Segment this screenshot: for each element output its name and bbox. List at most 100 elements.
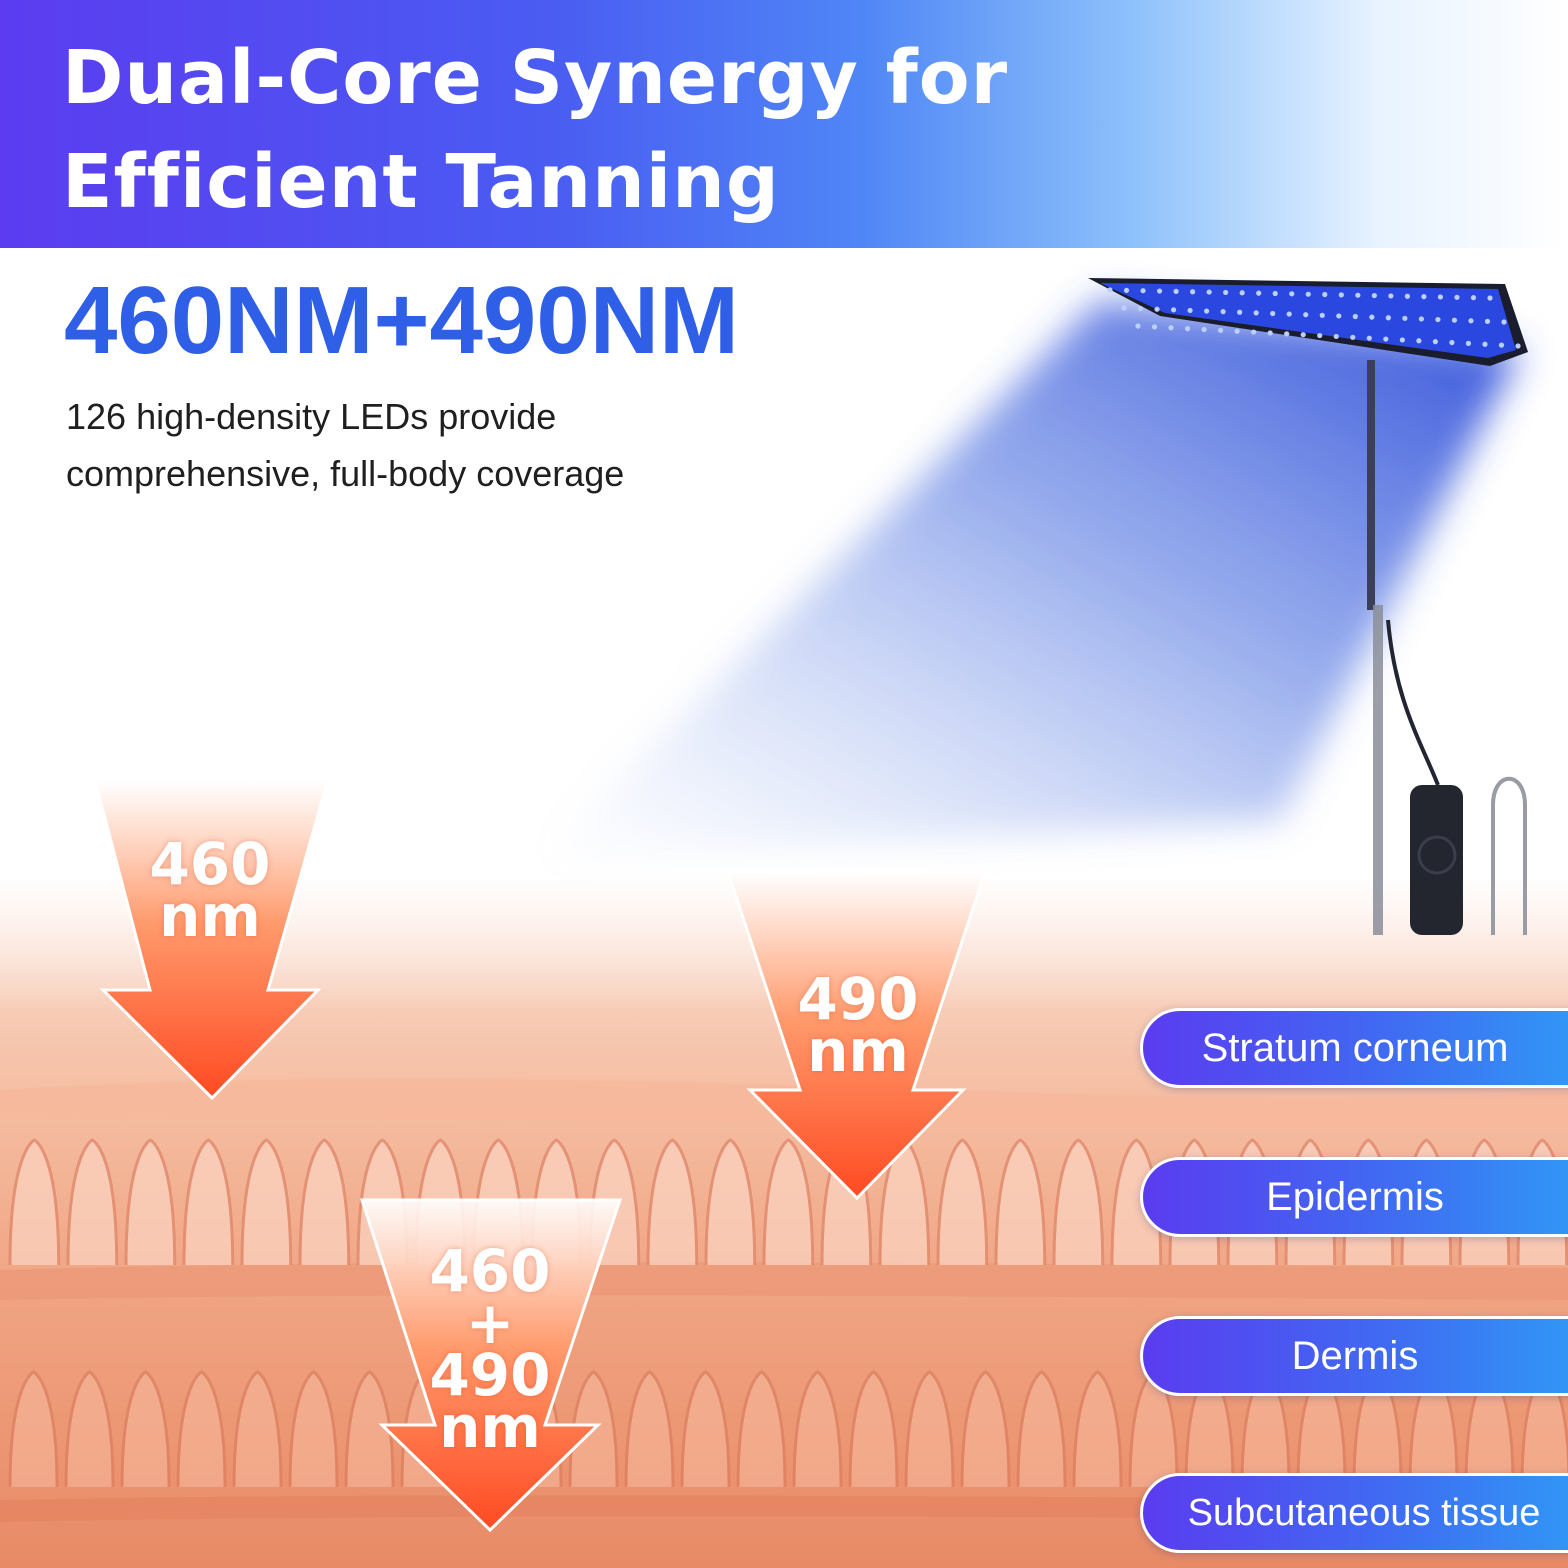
led-dot [1156,288,1163,294]
arrow-combined-value-2: 490 [429,1341,551,1409]
led-dot [1154,306,1160,312]
description-line-2: comprehensive, full-body coverage [66,453,625,494]
led-dot [1272,290,1278,297]
led-dot [1451,317,1458,323]
description-line-1: 126 high-density LEDs provide [66,396,557,437]
led-dot [1369,314,1375,320]
skin-papilla [736,1370,787,1488]
arrow-460-unit: nm [159,882,261,950]
led-dot [1173,288,1179,294]
led-dot [1300,332,1306,338]
led-dot [1237,309,1243,315]
led-dot [1432,339,1438,345]
skin-papilla [232,1370,283,1488]
led-dot [1416,338,1422,344]
led-dot [1168,325,1174,331]
led-dot [1151,324,1158,330]
skin-papilla [624,1370,675,1488]
led-dot [1184,326,1191,332]
led-dot [1284,331,1290,337]
led-dot [1501,319,1507,325]
led-dot [1253,310,1259,316]
headline-line-1: Dual-Core Synergy for [62,35,1009,121]
arrow-combined-shape [359,1198,623,1533]
led-dot [1239,290,1245,296]
layer-label-epidermis: Epidermis [1140,1157,1568,1237]
led-dot [1482,341,1488,347]
skin-papilla [288,1370,339,1488]
led-dot [1371,292,1377,299]
led-dot [1107,287,1113,293]
led-dot [1286,311,1292,317]
led-dot [1123,287,1130,293]
led-dot [1350,334,1356,340]
led-dot [1338,292,1344,298]
skin-papilla [994,1138,1047,1266]
led-description: 126 high-density LEDs provide comprehens… [66,388,624,502]
skin-papilla [646,1138,699,1266]
arrow-490-shape [725,870,988,1201]
skin-papilla [176,1370,227,1488]
led-dot [1333,333,1339,340]
arrow-460-shape [93,778,330,1101]
led-dot [1402,315,1408,321]
led-dot [1383,336,1389,342]
skin-papilla [182,1138,235,1266]
wavelength-heading: 460NM+490NM [64,267,739,374]
led-dot [1256,290,1262,296]
skin-papilla [904,1370,955,1488]
led-dot [1465,340,1472,346]
led-dot [1317,332,1323,339]
skin-papilla [8,1138,61,1266]
headline-line-2: Efficient Tanning [62,139,780,225]
headline: Dual-Core Synergy for Efficient Tanning [62,26,1008,234]
led-beam [540,300,1520,860]
layer-label-subcutaneous-tissue: Subcutaneous tissue [1140,1473,1568,1553]
led-dot [1135,323,1141,329]
led-dot [1201,326,1207,333]
led-dot [1170,307,1177,313]
led-dot [1223,289,1229,296]
led-dot [1454,294,1460,300]
led-dot [1498,342,1505,348]
led-dot [1204,308,1210,314]
led-dot [1220,309,1226,315]
led-dot [1385,315,1391,321]
led-dot [1289,291,1295,297]
skin-papilla [960,1370,1011,1488]
led-dot [1305,291,1311,297]
led-dot [1270,310,1276,317]
arrow-combined-value-1: 460 [429,1237,551,1305]
skin-papilla [120,1370,171,1488]
skin-papilla [66,1138,119,1266]
led-dot [1267,330,1273,336]
led-dot [1366,335,1372,341]
layer-label-stratum-corneum: Stratum corneum [1140,1008,1568,1088]
skin-papilla [8,1370,59,1488]
led-dot [1388,293,1394,299]
led-dot [1515,343,1521,349]
arrow-combined-label: 460 + 490 nm [410,1237,570,1456]
skin-papilla [704,1138,757,1266]
skin-papilla [1052,1138,1105,1266]
led-dot [1484,318,1491,324]
skin-papilla [762,1138,815,1266]
led-dot [1487,295,1493,301]
arrow-460-value: 460 [149,830,271,898]
led-dot [1418,316,1424,322]
led-dot [1251,329,1257,335]
arrow-460-label: 460 nm [130,830,290,950]
skin-papilla [936,1138,989,1266]
header-banner [0,0,1568,248]
arrow-490-unit: nm [807,1017,909,1085]
skin-papilla [124,1138,177,1266]
skin-papilla [344,1370,395,1488]
skin-papilla [64,1370,115,1488]
led-dot [1470,295,1477,301]
led-dot [1322,291,1328,298]
skin-papilla [792,1370,843,1488]
led-dot [1187,307,1193,314]
led-dot [1336,313,1342,319]
skin-papilla [240,1138,293,1266]
